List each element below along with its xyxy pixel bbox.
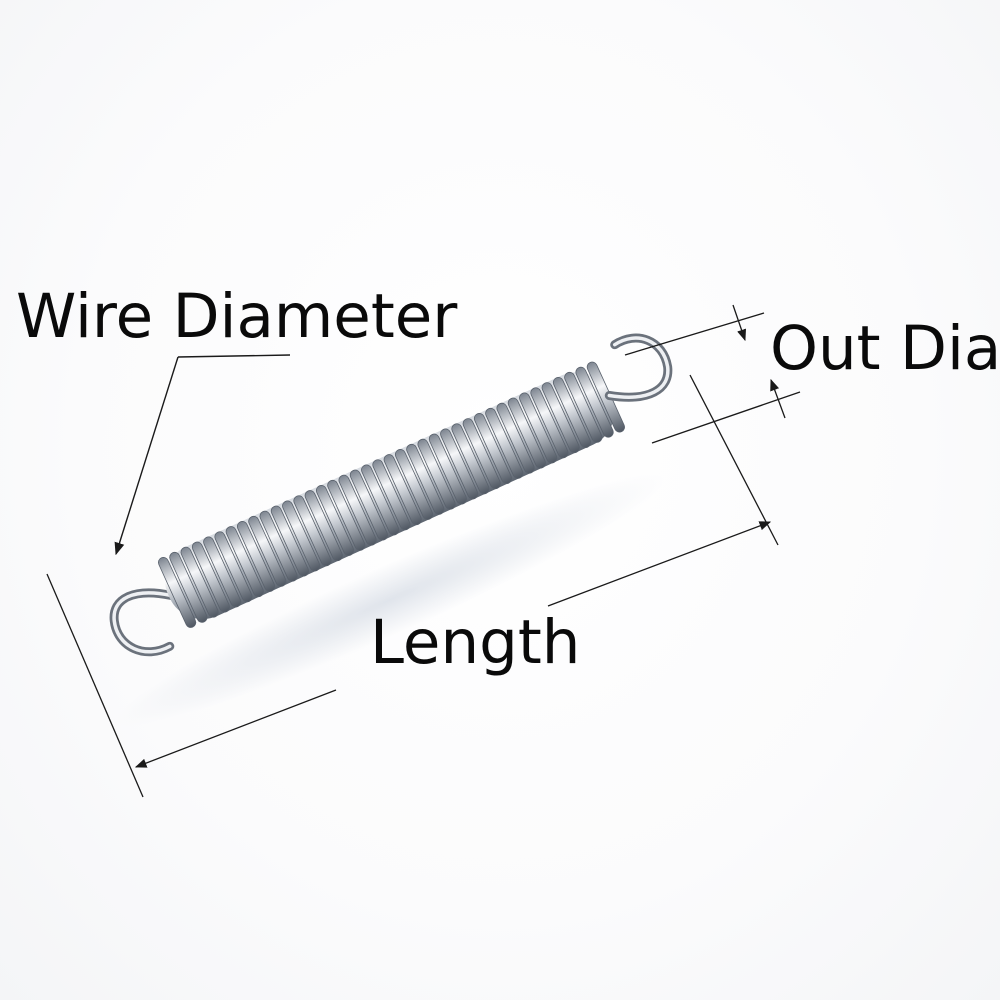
coil-turn [462, 418, 501, 490]
coil-turn [383, 454, 422, 526]
spring-coils [157, 361, 625, 628]
spring-shadow [115, 474, 665, 726]
wire-diameter-arrow [114, 356, 179, 556]
coil-turn [259, 510, 298, 582]
coil-turn [372, 459, 411, 531]
coil-turn [169, 551, 208, 623]
wire-diameter-leader-top [177, 354, 291, 358]
coil-turn [440, 428, 479, 500]
coil-turn [428, 433, 467, 505]
extension-spring [109, 333, 673, 657]
coil-turn [473, 413, 513, 484]
coil-turn [575, 366, 614, 438]
coil-turn [327, 479, 366, 551]
coil-turn [157, 557, 197, 628]
coil-turn [315, 485, 355, 556]
coil-turn [564, 371, 603, 443]
coil-turn [304, 490, 343, 562]
coil-turn [519, 392, 558, 464]
out-dia-arrow-bottom [770, 378, 786, 419]
wire-diameter-label: Wire Diameter [16, 281, 458, 352]
length-extension-left [46, 573, 144, 798]
coil-turn [180, 546, 219, 618]
coil-turn [417, 438, 456, 510]
out-dia-extension-bottom [651, 391, 801, 444]
coil-turn [406, 443, 445, 515]
out-dia-extension-top [624, 312, 765, 356]
coil-turn [361, 464, 400, 536]
length-arrow-right [547, 521, 772, 607]
coil-turn [496, 402, 535, 474]
coil-turn [248, 515, 287, 587]
coil-turn [394, 449, 434, 520]
coil-turn [191, 541, 231, 613]
coil-turn [270, 505, 309, 577]
coil-turn [214, 531, 253, 603]
coil-turn [282, 500, 321, 572]
coil-turn [530, 387, 569, 459]
out-dia-label: Out Dia. [770, 313, 1000, 384]
length-extension-right [689, 374, 779, 546]
coil-turn [552, 377, 592, 448]
coil-turn [349, 469, 388, 541]
coil-turn [338, 474, 377, 546]
coil-turn [225, 526, 264, 598]
length-label: Length [370, 607, 581, 678]
coil-turn [293, 495, 332, 567]
out-dia-arrow-top [732, 304, 747, 342]
coil-turn [541, 382, 580, 454]
coil-turn [485, 407, 524, 479]
coil-turn [236, 521, 276, 592]
coil-turn [451, 423, 490, 495]
length-arrow-left [134, 689, 337, 768]
coil-turn [507, 397, 546, 469]
coil-turn [203, 536, 242, 608]
